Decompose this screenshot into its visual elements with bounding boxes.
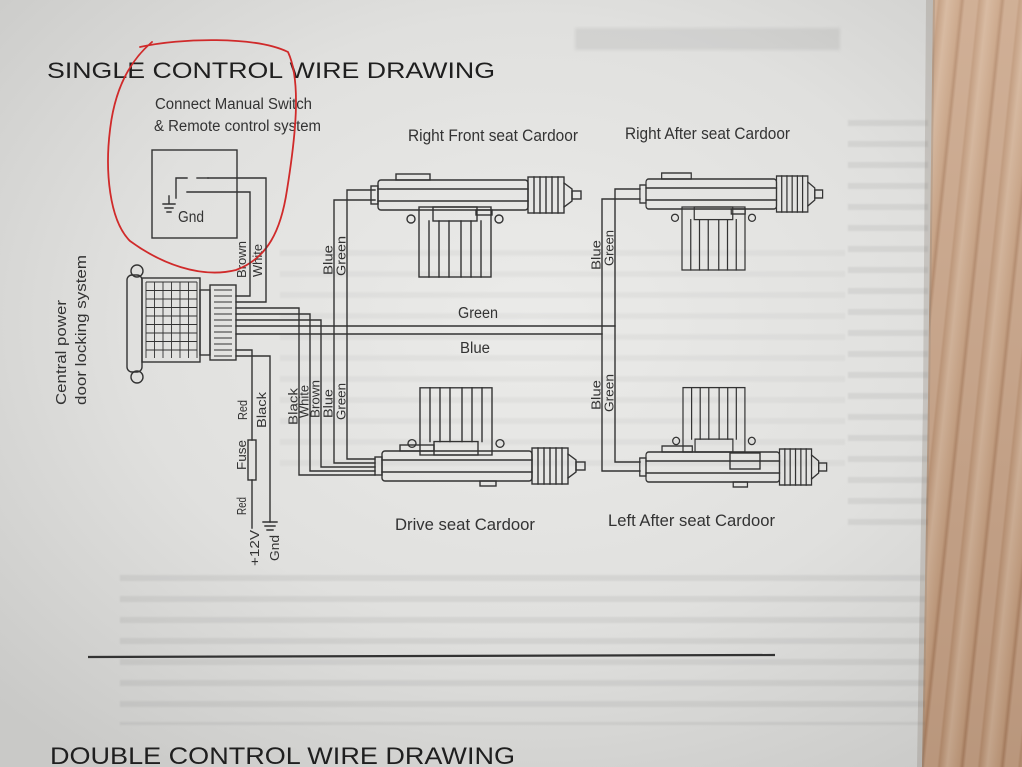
mount-ear [130,264,144,278]
wire-green-right-after-left-after [614,188,641,463]
fuse-label: Fuse [235,440,249,470]
wire-power-red [235,349,253,529]
control-unit: Central power door locking system [53,255,237,405]
switch-caption-line1: Connect Manual Switch [155,96,312,113]
switch-contact-left [175,177,188,199]
drive-wire-label-blue: Blue [322,389,336,418]
power-label-red-2: Red [235,497,249,515]
drive-wire-label-white: White [298,385,312,418]
switch-caption-line2: & Remote control system [154,118,321,135]
control-unit-label-line1: Central power [53,300,70,405]
section-divider [87,653,776,659]
right-front-wire-label-green: Green [335,236,349,276]
wire-blue-right-front-drive [333,199,376,464]
drive-wire-label-green: Green [335,383,349,420]
wire-switch-white [207,177,267,303]
power-label-black: Black [255,391,269,428]
bus-label-green: Green [458,305,498,322]
right-after-wire-label-green: Green [603,230,617,266]
right-after-door-actuator [639,172,824,215]
next-section-title: DOUBLE CONTROL WIRE DRAWING [50,743,515,767]
left-after-wire-label-blue: Blue [590,380,604,410]
control-unit-grid [145,281,198,358]
drive-wire-label-black: Black [287,387,301,425]
switch-box [151,149,238,239]
wire-green-right-front-drive [346,189,376,460]
right-front-actuator-box [406,206,504,278]
left-after-door-label: Left After seat Cardoor [608,512,775,530]
door-actuators: Right Front seat Cardoor Right After sea… [370,125,828,534]
hand-drawn-red-circle [107,39,297,274]
wire-drive-brown [235,319,376,468]
power-ground-label: Gnd [268,535,282,561]
supply-label-12v: +12V [248,529,262,566]
show-through-text [575,28,840,50]
connector-bracket [199,289,211,356]
right-front-door-label: Right Front seat Cardoor [408,127,578,145]
wire-labels: Green Blue Blue Green Blue Green Black W… [235,230,617,566]
drive-door-label: Drive seat Cardoor [395,516,535,534]
power-label-red: Red [236,400,250,420]
control-unit-label-line2: door locking system [73,255,90,405]
drive-door-actuator [374,444,586,487]
wire-drive-white [235,313,376,472]
wire-power-black [235,355,271,523]
switch-ground-label: Gnd [178,209,204,226]
right-front-door-actuator [370,173,582,216]
show-through-text [848,110,928,530]
left-after-wire-label-green: Green [603,374,617,412]
connector-pins [214,289,232,357]
wire-drive-black [235,307,376,476]
left-after-actuator-bracket [729,452,761,470]
left-after-actuator-box [672,386,756,453]
motor-cylinder [126,274,143,373]
show-through-text [120,565,925,725]
switch-wire-label-brown: Brown [235,241,249,278]
wiring [186,177,641,531]
wire-blue-right-after-left-after [601,198,641,472]
wire-connector [209,284,237,361]
power-ground-icon [262,521,278,531]
wire-switch-brown [186,191,251,297]
page-title: SINGLE CONTROL WIRE DRAWING [47,58,495,83]
show-through-text [280,240,845,470]
right-after-door-label: Right After seat Cardoor [625,125,790,143]
right-after-wire-label-blue: Blue [590,240,604,270]
mount-ear [130,370,144,384]
right-after-actuator-box [670,206,757,271]
ground-symbol-icon [162,195,176,213]
bus-label-blue: Blue [460,340,490,357]
right-front-wire-label-blue: Blue [322,245,336,275]
fuse-symbol [247,439,257,481]
drive-wire-label-brown: Brown [309,380,323,418]
